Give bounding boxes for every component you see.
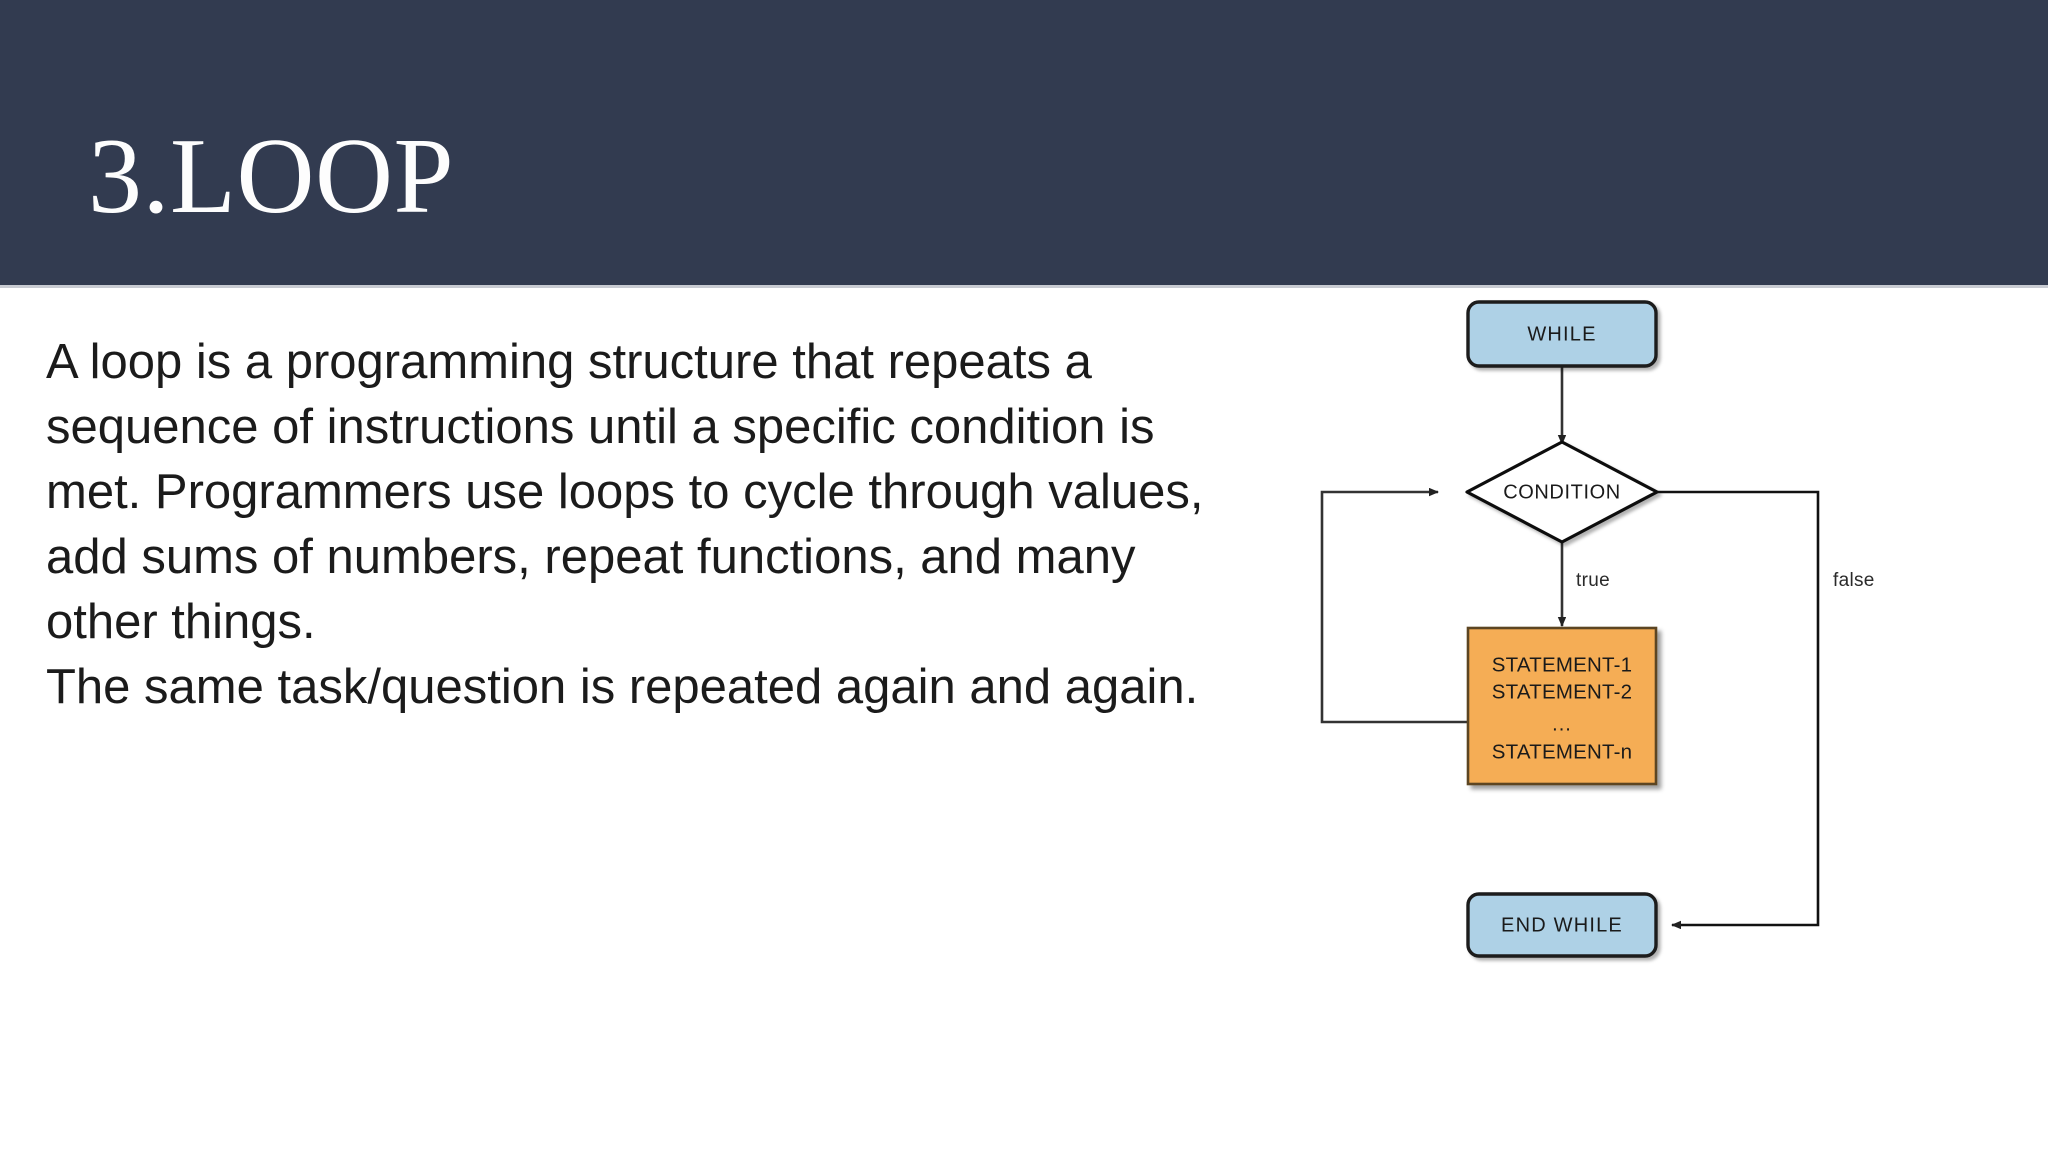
- page-title: 3.LOOP: [88, 117, 455, 236]
- flow-node-statements-line-1: STATEMENT-1: [1492, 653, 1632, 676]
- flow-node-end-while-label: END WHILE: [1501, 914, 1623, 936]
- flow-node-statements-line-n: STATEMENT-n: [1492, 740, 1632, 763]
- slide-header-band: [0, 0, 2048, 285]
- flow-node-statements[interactable]: [1466, 626, 1658, 786]
- edge-label-false: false: [1833, 570, 1875, 591]
- while-loop-flowchart: WHILE CONDITION true false STATEMENT-1 S…: [1300, 288, 2000, 1148]
- edge-statements-loopback: [1320, 487, 1468, 724]
- flow-node-condition-label: CONDITION: [1503, 481, 1621, 503]
- edge-label-true: true: [1576, 570, 1610, 591]
- header-divider: [0, 285, 2048, 288]
- body-paragraph: A loop is a programming structure that r…: [46, 335, 1204, 714]
- edge-condition-to-endwhile: [1655, 490, 1820, 930]
- flow-node-statements-line-2: STATEMENT-2: [1492, 680, 1632, 703]
- flow-node-statements-ellipsis: ...: [1552, 713, 1572, 735]
- flow-node-condition[interactable]: [1465, 440, 1659, 544]
- flow-node-while[interactable]: [1466, 300, 1658, 368]
- flow-node-while-label: WHILE: [1527, 323, 1596, 345]
- flow-node-end-while[interactable]: [1466, 892, 1658, 958]
